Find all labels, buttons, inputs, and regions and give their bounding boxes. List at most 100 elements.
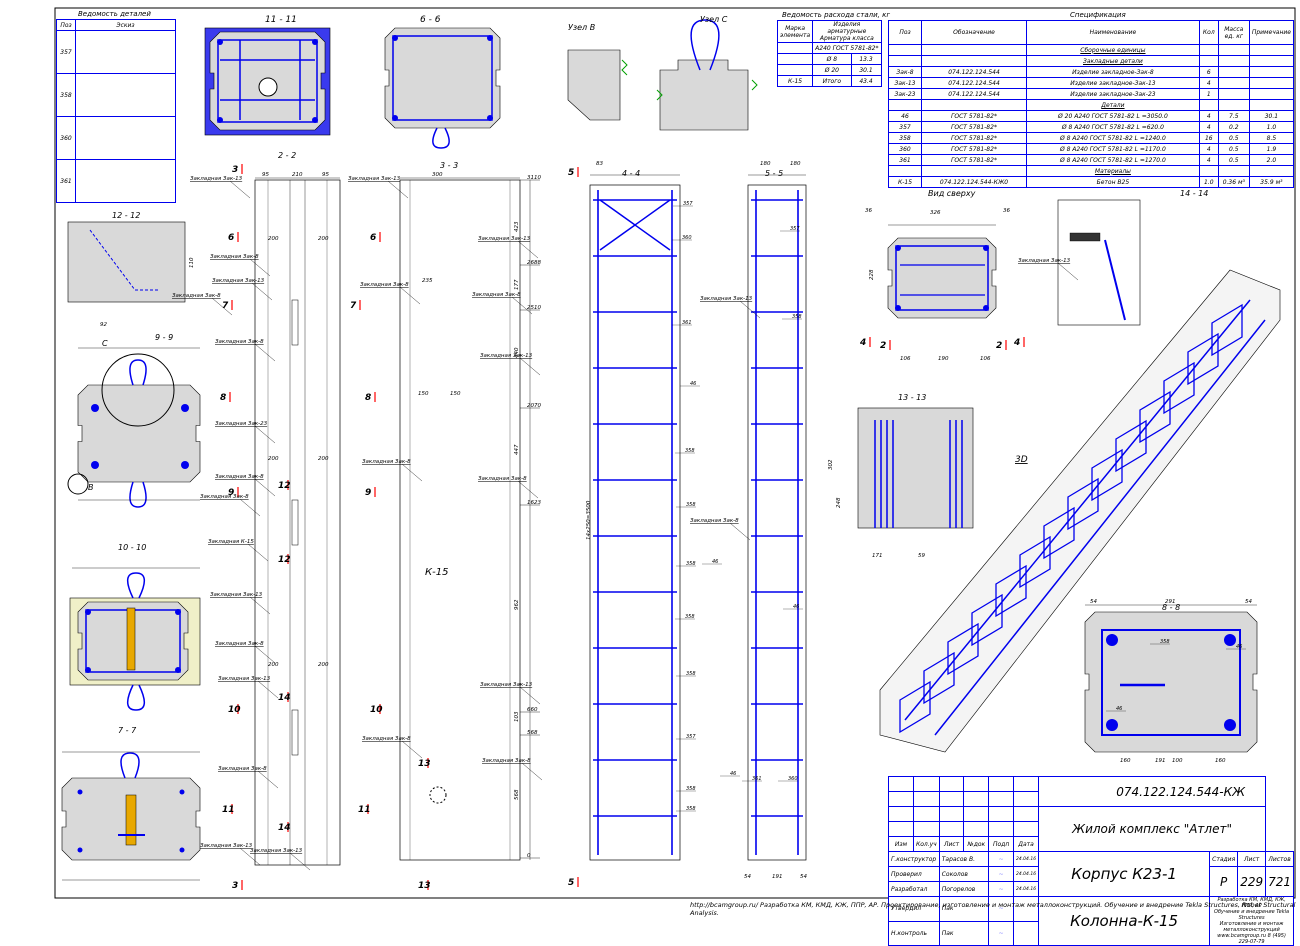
sheet-number: 229 bbox=[1237, 866, 1267, 897]
mark: К-15 bbox=[776, 75, 814, 87]
spec-mass bbox=[1217, 77, 1250, 89]
view-title: К-15 bbox=[425, 567, 448, 578]
header-sheet: Лист bbox=[938, 836, 965, 852]
row-pos: 358 bbox=[56, 73, 76, 117]
leader-line bbox=[401, 463, 423, 482]
date bbox=[1013, 920, 1040, 946]
section-cut-mark: 2 bbox=[996, 341, 1002, 351]
position-mark: 358 bbox=[685, 448, 695, 454]
spec-mass: 0.36 м³ bbox=[1217, 176, 1250, 188]
view-title: 2 - 2 bbox=[278, 151, 296, 160]
spec-section: Сборочные единицы bbox=[1026, 44, 1200, 56]
position-mark: 358 bbox=[686, 786, 696, 792]
dimension-value: 191 bbox=[1155, 758, 1166, 764]
dimension-value: 150 bbox=[418, 391, 429, 397]
embedded-plate bbox=[126, 607, 136, 671]
leader-line bbox=[511, 296, 533, 315]
callout-label: Закладная Зак-13 bbox=[190, 176, 243, 182]
rebar-dot bbox=[487, 35, 493, 41]
dimension-value: 326 bbox=[930, 210, 941, 216]
spec-name: Ø 20 A240 ГОСТ 5781-82 L =3050.0 bbox=[1026, 110, 1200, 122]
leader-line bbox=[249, 596, 271, 615]
elevation-mark: 2510 bbox=[527, 305, 541, 311]
node-c bbox=[659, 59, 749, 131]
rebar bbox=[1104, 239, 1126, 321]
view-title: Узел B bbox=[568, 23, 595, 32]
iso-stirrup bbox=[1139, 390, 1171, 444]
spec-code: ГОСТ 5781-82* bbox=[921, 143, 1027, 155]
spec-name: Изделие закладное-Зак-8 bbox=[1026, 66, 1200, 78]
view-title: 6 - 6 bbox=[420, 15, 441, 25]
spec-section: Детали bbox=[1026, 99, 1200, 111]
diameter: Итого bbox=[812, 75, 852, 87]
iso-stirrup bbox=[923, 651, 955, 705]
section-13-13 bbox=[857, 407, 974, 529]
dimension-value: 54 bbox=[1245, 599, 1252, 605]
dimension-value: 200 bbox=[268, 662, 279, 668]
spec-pos: Зак-8 bbox=[888, 66, 922, 78]
iso-stirrup bbox=[1187, 332, 1219, 386]
leader-line bbox=[254, 478, 276, 497]
rebar-dot bbox=[217, 39, 223, 45]
sheets-total: 721 bbox=[1265, 866, 1294, 897]
spec-pos: Зак-13 bbox=[888, 77, 922, 89]
dimension-value: 423 bbox=[514, 221, 520, 232]
rebar-46 bbox=[1106, 719, 1118, 731]
position-mark: 358 bbox=[1160, 639, 1170, 645]
section-12-12 bbox=[67, 221, 186, 303]
row-pos: 360 bbox=[56, 116, 76, 160]
dimension-value: 180 bbox=[790, 161, 801, 167]
detail-circle-c bbox=[101, 353, 175, 427]
dimension-value: 14x250=3500 bbox=[586, 500, 592, 540]
spec-note: 1.9 bbox=[1248, 143, 1295, 155]
stage-header: Стадия bbox=[1209, 851, 1239, 867]
rebar-dot bbox=[895, 245, 901, 251]
header-mass: Масса ед. кг bbox=[1217, 20, 1250, 45]
position-mark: 46 bbox=[793, 604, 799, 610]
callout-label: Закладная Зак-13 bbox=[478, 236, 531, 242]
section-cut-mark: 12 bbox=[278, 555, 291, 565]
header-sign: Подп bbox=[988, 836, 1015, 852]
rebar-dot bbox=[77, 847, 83, 853]
callout-label: Закладная Зак-8 bbox=[472, 292, 521, 298]
position-mark: 358 bbox=[686, 561, 696, 567]
section-cut-mark: 13 bbox=[418, 759, 431, 769]
header-designation: Обозначение bbox=[921, 20, 1027, 45]
iso-stirrup bbox=[1019, 535, 1051, 589]
header-pos: Поз bbox=[888, 20, 922, 45]
sheets-header: Листов bbox=[1265, 851, 1294, 867]
spec-name: Ø 8 A240 ГОСТ 5781-82 L =1270.0 bbox=[1026, 154, 1200, 166]
callout-label: Закладная Зак-8 bbox=[215, 339, 264, 345]
dimension-value: 95 bbox=[262, 172, 269, 178]
person: Соколов bbox=[938, 866, 990, 882]
diameter: Ø 20 bbox=[812, 64, 852, 76]
view-title: Узел C bbox=[700, 15, 728, 24]
specification-title: Спецификация bbox=[1070, 11, 1126, 19]
dimension-value: 228 bbox=[869, 269, 875, 280]
section-cut-mark: 4 bbox=[1013, 338, 1020, 348]
project-name: Жилой комплекс "Атлет" bbox=[1038, 806, 1267, 852]
callout-label: Закладная Зак-13 bbox=[210, 592, 263, 598]
date: 24.04.16 bbox=[1013, 851, 1040, 867]
stirrup bbox=[1101, 629, 1241, 736]
iso-bar bbox=[904, 299, 1251, 721]
company-line: Разработка КМ, КМД, КЖ, ППР, АР bbox=[1217, 897, 1286, 909]
leader-line bbox=[399, 286, 421, 305]
leader-line bbox=[239, 498, 261, 517]
callout-label: Закладная К-15 bbox=[208, 539, 254, 545]
callout-label: Закладная Зак-8 bbox=[482, 758, 531, 764]
leader-line bbox=[254, 343, 276, 362]
section-cut-mark: 13 bbox=[418, 881, 431, 891]
dimension-value: 200 bbox=[318, 662, 329, 668]
leader-line bbox=[239, 847, 261, 866]
spec-name: Ø 8 A240 ГОСТ 5781-82 L =620.0 bbox=[1026, 121, 1200, 133]
iso-stirrup bbox=[1043, 506, 1075, 560]
break-line bbox=[621, 59, 758, 101]
section-cut-mark: 6 bbox=[370, 233, 376, 243]
spec-code: ГОСТ 5781-82* bbox=[921, 154, 1027, 166]
person: Пак bbox=[938, 920, 990, 946]
rebar-46 bbox=[1224, 719, 1236, 731]
stirrup bbox=[895, 245, 989, 311]
